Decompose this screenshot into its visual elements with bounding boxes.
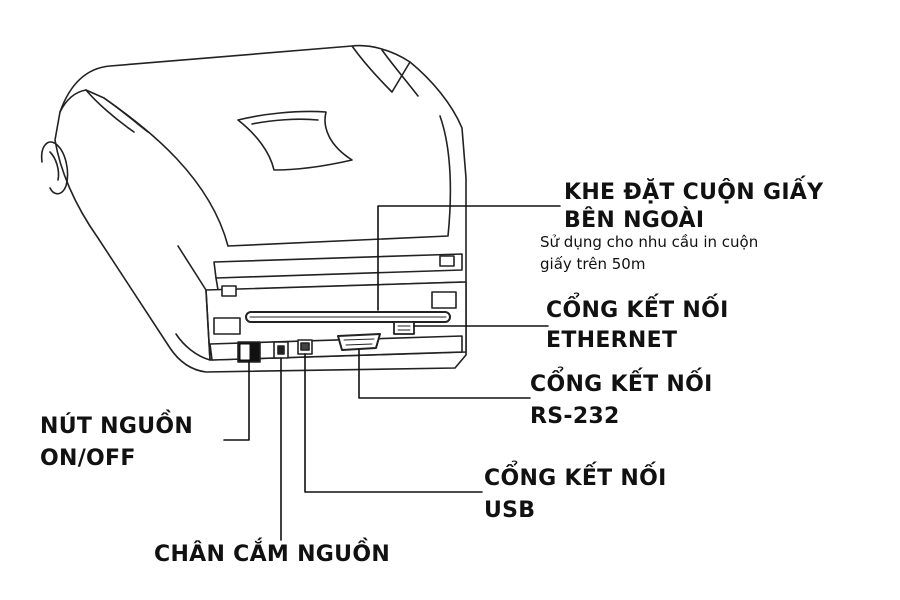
rs232-port-pins — [343, 338, 375, 346]
rear-tab-right — [431, 291, 457, 309]
leader-paper-slot — [377, 205, 561, 311]
label-rs232-line2: RS-232 — [530, 404, 620, 429]
usb-port-inner — [300, 342, 310, 351]
label-power-socket: CHÂN CẮM NGUỒN — [154, 542, 391, 567]
label-power-switch-line2: ON/OFF — [40, 446, 136, 471]
label-paper-slot-line1: KHE ĐẶT CUỘN GIẤY — [564, 180, 824, 205]
lid-left-ridge-inner — [85, 89, 135, 133]
power-socket-pins — [277, 345, 285, 355]
lid-front-edge — [103, 97, 452, 247]
lid-right-ridge-inner — [381, 49, 419, 97]
label-usb-line1: CỔNG KẾT NỐI — [484, 466, 667, 491]
label-paper-slot-line2: BÊN NGOÀI — [564, 208, 705, 233]
leader-rs232 — [358, 349, 531, 399]
label-paper-slot-note-line2: giấy trên 50m — [540, 255, 646, 273]
lid-right-ridge — [351, 45, 411, 93]
power-switch-rocker — [240, 344, 250, 360]
leader-power-switch — [223, 361, 250, 441]
label-power-switch-line1: NÚT NGUỒN — [40, 414, 194, 439]
rear-upper-band — [213, 253, 463, 279]
leader-usb — [304, 353, 483, 493]
rear-clip-left — [221, 285, 237, 297]
label-ethernet-line1: CỔNG KẾT NỐI — [546, 298, 729, 323]
side-knob-inner — [49, 151, 60, 181]
rear-clip-right — [439, 255, 455, 267]
label-rs232-line1: CỔNG KẾT NỐI — [530, 372, 713, 397]
label-ethernet-line2: ETHERNET — [546, 328, 678, 353]
rear-panel-shadow-left — [175, 245, 211, 361]
lid-handle — [237, 110, 353, 171]
lid-handle-inner — [251, 118, 319, 125]
side-knob — [40, 141, 69, 195]
ethernet-port-inner — [397, 325, 411, 331]
label-usb-line2: USB — [484, 498, 536, 523]
rs232-port — [337, 333, 381, 351]
label-paper-slot-note-line1: Sử dụng cho nhu cầu in cuộn — [540, 233, 759, 251]
rear-tab-left — [213, 317, 241, 335]
ethernet-port — [393, 321, 415, 335]
